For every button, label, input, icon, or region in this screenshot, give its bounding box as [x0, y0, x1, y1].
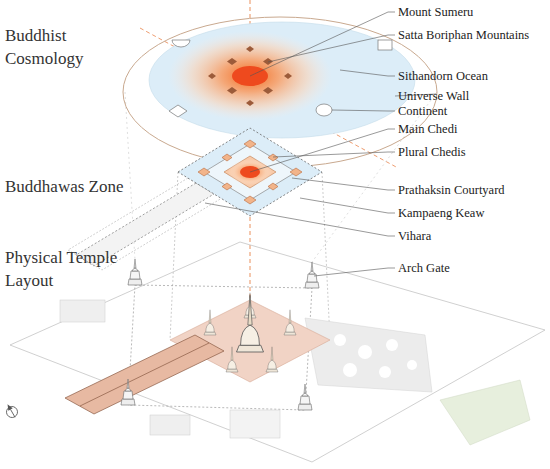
continent-symbol [172, 40, 190, 47]
green-area [440, 380, 530, 445]
site-boundary [10, 242, 545, 462]
building-footprint [60, 300, 105, 322]
pattern-dot [386, 339, 398, 351]
main-chedi [237, 295, 264, 352]
leader-line [205, 203, 395, 236]
pattern-dot [343, 363, 357, 377]
mountain-symbol [284, 73, 292, 79]
projection-line [322, 172, 330, 340]
part-label: Arch Gate [398, 260, 450, 276]
part-label: Prathaksin Courtyard [398, 182, 505, 198]
mountain-symbol [227, 58, 237, 65]
part-label: Kampaeng Keaw [398, 205, 484, 221]
leader-line [273, 152, 395, 157]
leader-line [250, 129, 395, 172]
leader-line [340, 70, 395, 76]
part-label: Vihara [398, 228, 431, 244]
mountain-symbol [263, 87, 273, 94]
chedi-mark [222, 183, 232, 190]
arch-gate [298, 384, 312, 410]
leader-line [292, 178, 395, 190]
part-label: Mount Sumeru [398, 4, 473, 20]
chedi-mark [244, 140, 256, 148]
leader-line [250, 12, 395, 76]
pattern-dot [358, 345, 372, 359]
chedi-mark [268, 154, 278, 161]
building-footprint [150, 415, 190, 435]
north-circle [4, 404, 19, 419]
chedi-mark [198, 168, 210, 176]
pattern-dot [407, 360, 417, 370]
continent-symbol [316, 104, 332, 116]
mountain-symbol [246, 100, 254, 106]
chedi-mark [244, 196, 256, 204]
part-label: Plural Chedis [398, 144, 466, 160]
arch-gate [121, 379, 135, 405]
chedi-mark [222, 154, 232, 161]
layer-heading: Buddhist Cosmology [5, 24, 130, 70]
north-arrow [3, 401, 20, 419]
mountain-symbol [208, 73, 216, 79]
part-label: Universe Wall [398, 88, 469, 104]
small-chedi [284, 310, 296, 335]
pattern-dot [379, 366, 391, 378]
vihara-ridge [80, 343, 209, 406]
small-chedi [204, 310, 216, 335]
part-label: Main Chedi [398, 121, 457, 137]
small-chedi [226, 347, 238, 372]
leader-line [300, 198, 395, 213]
continent-symbol [169, 105, 187, 117]
universe-wall [123, 17, 437, 167]
chedi-mark [290, 168, 302, 176]
layer-heading: Buddhawas Zone [5, 175, 165, 198]
ocean-disk [149, 22, 415, 138]
layer-heading: Physical Temple Layout [5, 246, 130, 292]
continent-symbol [378, 40, 392, 50]
vihara-building [65, 335, 224, 414]
leader-line [314, 268, 395, 276]
arch-gate [305, 262, 319, 288]
part-label: Continent [398, 103, 447, 119]
mountain-symbol [227, 87, 237, 94]
paving-pattern [334, 334, 417, 378]
continents [169, 40, 392, 117]
leader-line [268, 35, 395, 62]
building-footprint [230, 410, 280, 438]
leader-lines [205, 12, 436, 276]
part-label: Satta Boriphan Mountains [398, 27, 529, 43]
mountain-symbol [246, 46, 254, 52]
leader-line [332, 110, 395, 111]
arch-gate [128, 259, 142, 285]
north-stem [11, 409, 16, 417]
paved-area [305, 318, 432, 392]
part-label: Sithandorn Ocean [398, 68, 488, 84]
small-chedi [266, 347, 278, 372]
north-head [5, 403, 12, 411]
pattern-dot [334, 334, 346, 346]
chedi-mark [268, 183, 278, 190]
